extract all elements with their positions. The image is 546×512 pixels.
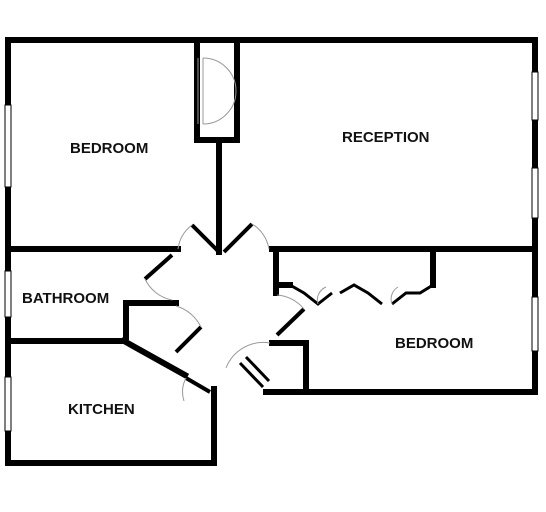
door-bedroom2-arc [276,294,305,310]
door-bathroom-upper-leaf [143,253,174,281]
door-hall-cupboard-arc [225,341,271,369]
cupboard-door-arc [202,57,237,125]
door-bathroom-upper-arc [144,278,173,301]
window-reception-1 [531,71,539,121]
door-bedroom2 [275,294,306,337]
door-bedroom2-leaf [275,307,306,337]
door-hall-cupboard-leaf-2 [244,355,271,383]
door-reception-leaf [222,222,254,254]
wardrobe-arc-2 [390,286,399,305]
window-bathroom [4,270,12,318]
door-bathroom-inner-arc [175,305,202,328]
room-label-bedroom-1: BEDROOM [70,140,148,157]
door-hall-cupboard-leaf-1 [238,361,265,389]
windows [4,71,539,432]
wardrobe-door-left [289,283,333,306]
door-bathroom-inner [174,305,203,354]
wardrobe-arc-1 [316,286,327,305]
window-reception-2 [531,167,539,219]
door-bathroom-inner-leaf [174,325,203,354]
window-bedroom2 [531,296,539,352]
wardrobe-door-middle [339,283,383,306]
door-bedroom1-leaf [190,223,221,254]
door-kitchen-arc [182,377,187,402]
door-bathroom-upper [143,253,174,301]
cupboard-door [197,57,237,125]
door-hall-cupboard [225,341,271,389]
door-bedroom1 [177,223,221,254]
room-label-reception: RECEPTION [342,129,430,146]
room-label-kitchen: KITCHEN [68,401,135,418]
door-bedroom1-arc [177,224,193,250]
door-kitchen-leaf [184,376,212,394]
window-bedroom1 [4,104,12,188]
doors [143,222,306,402]
window-kitchen [4,376,12,432]
wall-bathroom-diagonal [119,336,190,380]
wardrobe-doors [289,283,434,306]
walls [5,37,538,466]
door-reception [222,222,270,254]
room-label-bathroom: BATHROOM [22,290,109,307]
door-reception-arc [251,223,270,250]
wardrobe-door-right [391,283,434,306]
room-label-bedroom-2: BEDROOM [395,335,473,352]
door-kitchen [182,376,212,402]
